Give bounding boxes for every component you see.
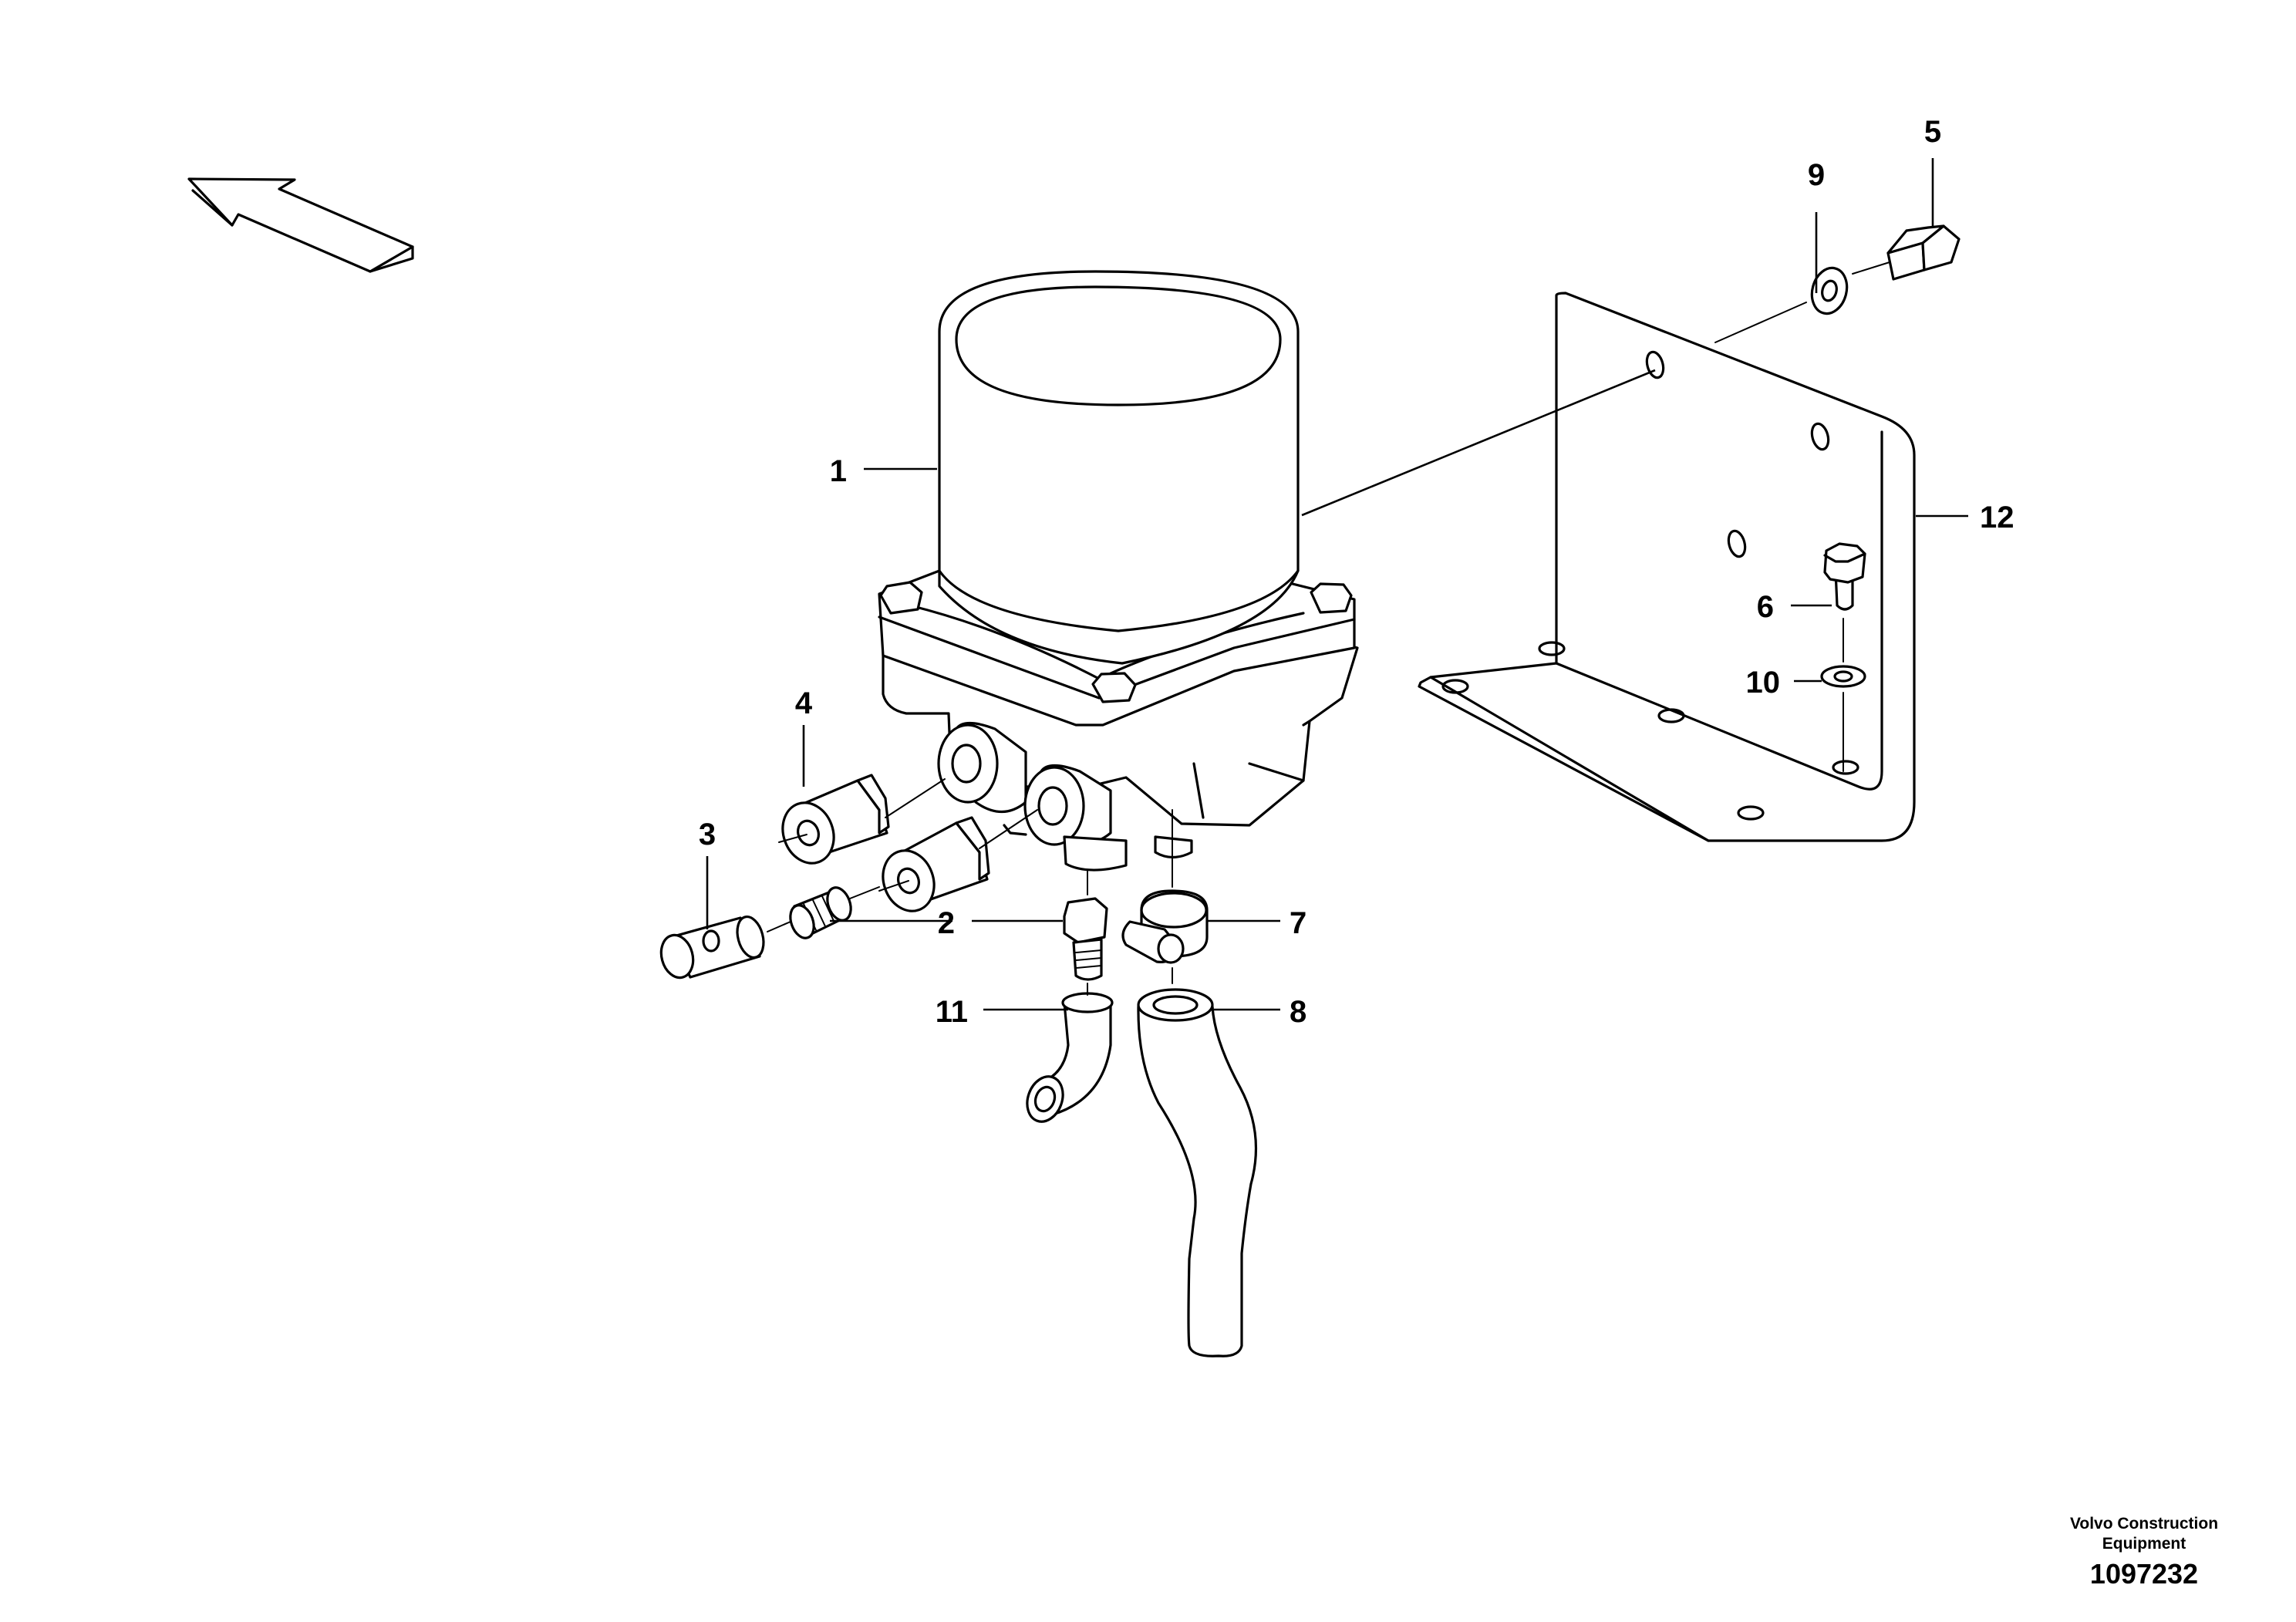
callout-9: 9 (1808, 158, 1825, 192)
nipple (789, 886, 852, 939)
mounting-bracket (1418, 292, 1916, 842)
callout-8: 8 (1290, 995, 1306, 1029)
direction-arrow-icon (187, 177, 414, 273)
bolt-5 (1886, 224, 1961, 281)
callout-7: 7 (1290, 906, 1306, 940)
callout-1: 1 (830, 454, 847, 488)
callout-11: 11 (936, 995, 968, 1029)
hose-clamp (1121, 889, 1209, 964)
callout-5: 5 (1924, 115, 1941, 149)
drawing-number: 1097232 (2090, 1558, 2198, 1590)
callout-3: 3 (699, 818, 716, 851)
bolt-6 (1823, 542, 1866, 611)
cap-3 (659, 915, 765, 980)
washer-9 (1810, 266, 1849, 315)
footer-company-line1: Volvo Construction (2070, 1515, 2218, 1533)
adapter-2 (1063, 897, 1108, 981)
hose (1137, 988, 1258, 1357)
fitting-4b (882, 816, 990, 912)
callout-2: 2 (938, 906, 955, 940)
air-dryer (878, 270, 1359, 872)
callout-10: 10 (1746, 666, 1781, 700)
fitting-4 (781, 774, 890, 865)
callout-6: 6 (1757, 590, 1774, 624)
footer-company-line2: Equipment (2102, 1535, 2186, 1553)
elbow-11 (1026, 992, 1114, 1123)
callout-12: 12 (1980, 501, 2014, 534)
washer-10 (1820, 665, 1866, 688)
callout-4: 4 (795, 686, 813, 720)
